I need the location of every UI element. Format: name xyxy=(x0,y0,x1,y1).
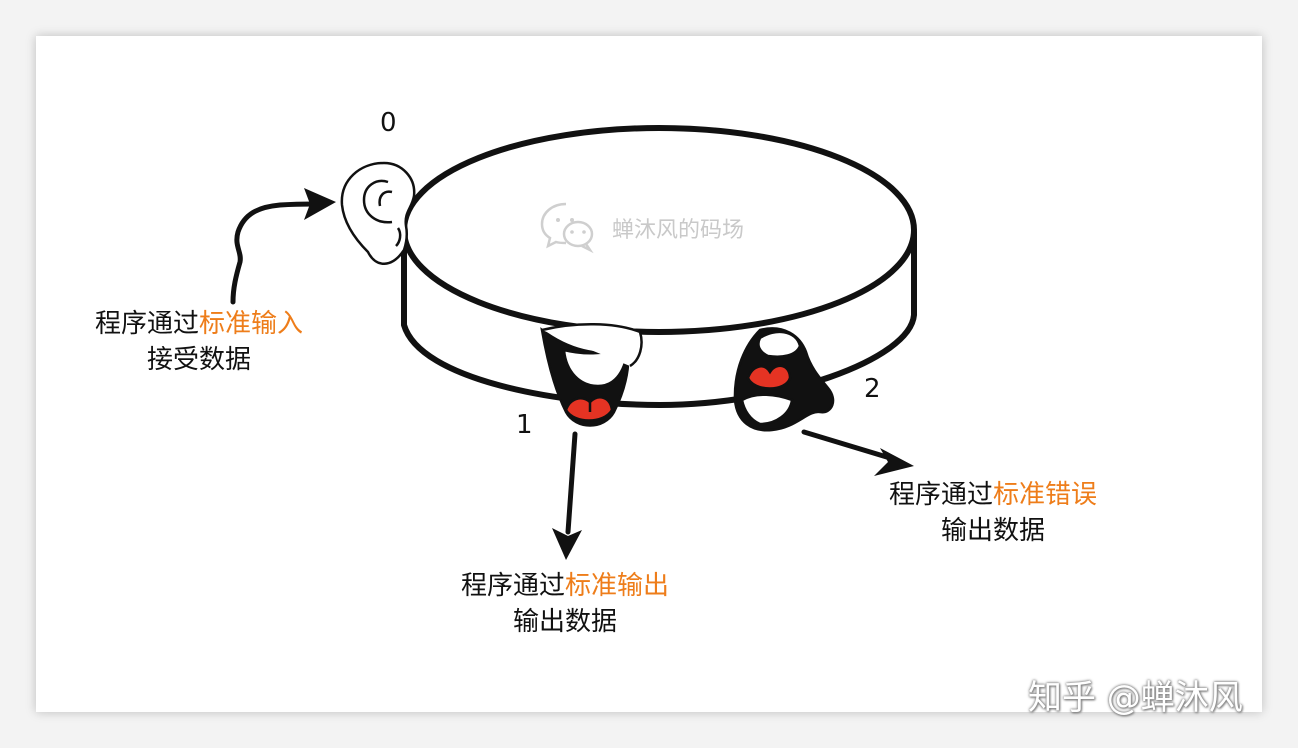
stderr-label-highlight: 标准错误 xyxy=(993,480,1098,510)
arrow-stdin xyxy=(230,188,336,305)
zhihu-credit: 知乎 @蝉沐风 xyxy=(1028,678,1243,718)
stderr-label-line2: 输出数据 xyxy=(940,516,1045,546)
arrow-stderr xyxy=(801,429,914,476)
ear-icon xyxy=(340,161,416,265)
watermark-text: 蝉沐风的码场 xyxy=(612,218,745,243)
stdin-label-highlight: 标准输入 xyxy=(199,309,304,339)
stderr-label-line1: 程序通过标准错误 xyxy=(878,477,1108,513)
fd-stderr-number: 2 xyxy=(864,374,881,404)
stdout-label-line1: 程序通过标准输出 xyxy=(450,568,680,604)
stdin-label-line2: 接受数据 xyxy=(146,345,251,375)
stderr-label-prefix: 程序通过 xyxy=(888,480,993,510)
stdout-label-highlight: 标准输出 xyxy=(565,571,670,601)
stdout-label-line2: 输出数据 xyxy=(512,607,617,637)
fd-stdin-number: 0 xyxy=(380,108,397,138)
stderr-label: 程序通过标准错误 输出数据 xyxy=(878,477,1108,549)
process-cylinder xyxy=(401,125,917,408)
mouth-stderr-icon xyxy=(733,327,835,432)
wechat-icon xyxy=(540,202,594,254)
stdin-label: 程序通过标准输入 接受数据 xyxy=(84,306,314,378)
mouth-stdout-icon xyxy=(540,322,643,427)
stdin-label-prefix: 程序通过 xyxy=(94,309,199,339)
fd-stdout-number: 1 xyxy=(516,410,533,440)
stdout-label-prefix: 程序通过 xyxy=(460,571,565,601)
stdout-label: 程序通过标准输出 输出数据 xyxy=(450,568,680,640)
arrow-stdout xyxy=(552,431,582,560)
stdin-label-line1: 程序通过标准输入 xyxy=(84,306,314,342)
